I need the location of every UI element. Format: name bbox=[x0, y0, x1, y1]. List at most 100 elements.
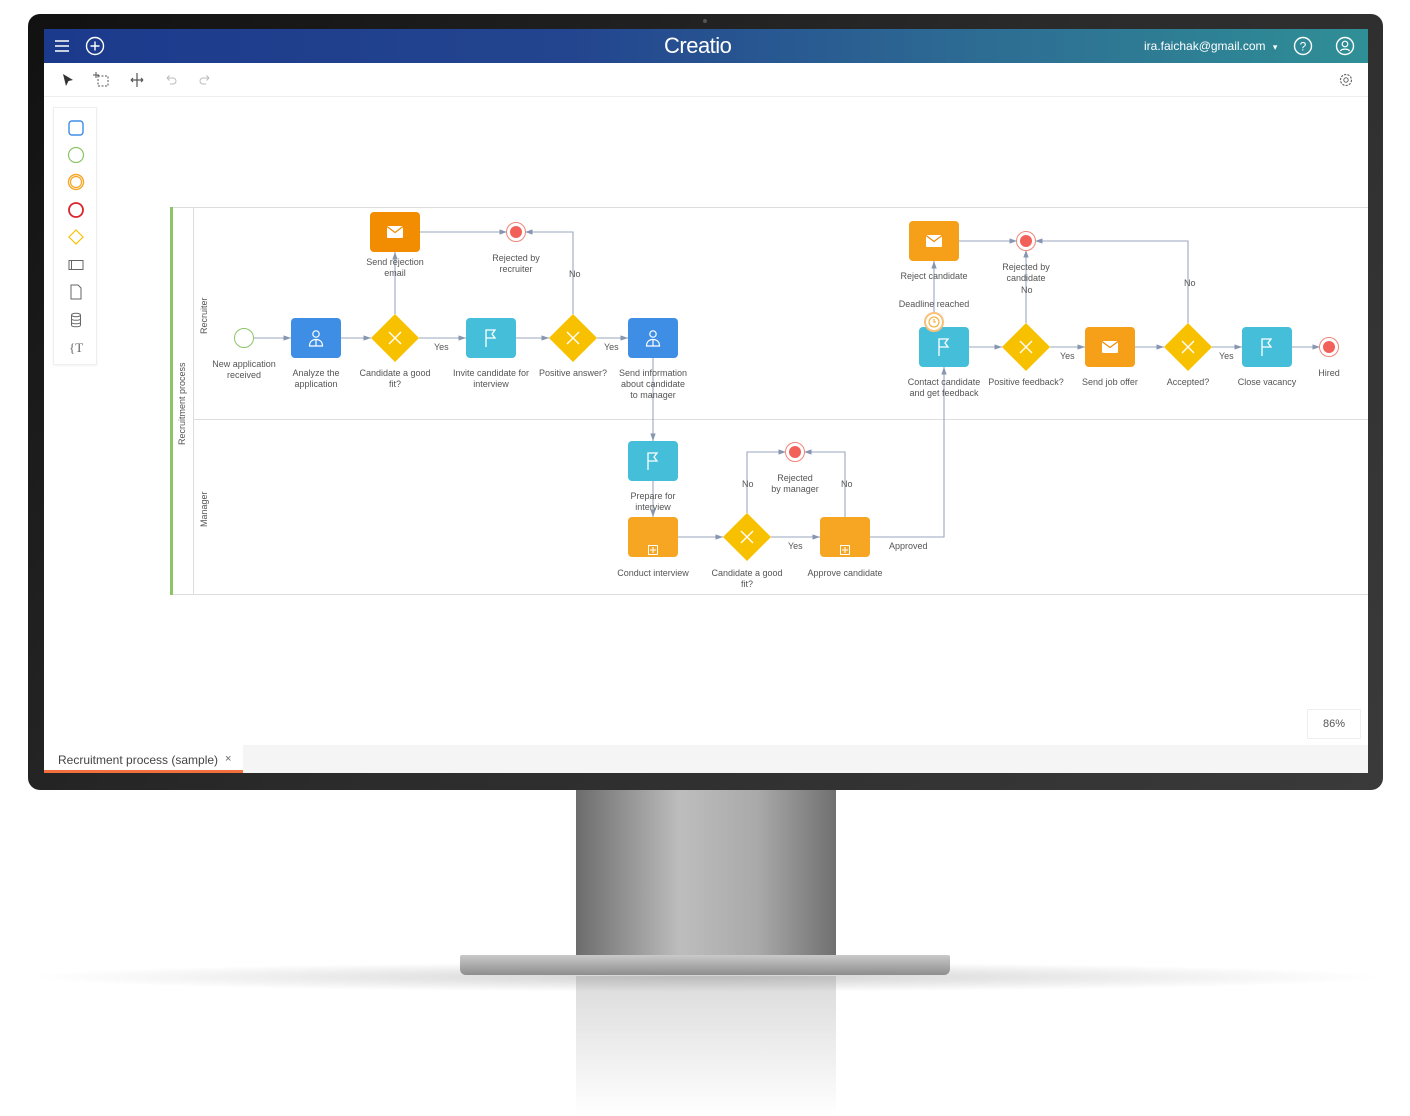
user-menu[interactable]: ira.faichak@gmail.com ▾ bbox=[1144, 39, 1277, 53]
redo-icon[interactable] bbox=[196, 71, 214, 89]
gateway-shape-icon[interactable] bbox=[66, 227, 86, 247]
start-event-shape-icon[interactable] bbox=[66, 145, 86, 165]
app-header: Creatio ira.faichak@gmail.com ▾ ? bbox=[44, 29, 1368, 63]
node-label: Rejected by candidate bbox=[1002, 262, 1050, 283]
flag-task-invite[interactable] bbox=[466, 318, 516, 358]
envelope-icon bbox=[1101, 340, 1119, 354]
flag-task-contact[interactable] bbox=[919, 327, 969, 367]
email-task-reject-email[interactable] bbox=[370, 212, 420, 252]
stand-reflection bbox=[576, 976, 836, 1116]
node-label: Send job offer bbox=[1082, 377, 1138, 387]
flow-label: No bbox=[742, 479, 754, 489]
flag-icon bbox=[1258, 337, 1276, 357]
pool[interactable] bbox=[173, 207, 1368, 595]
add-icon[interactable] bbox=[85, 36, 105, 56]
monitor-camera bbox=[703, 19, 707, 23]
flag-icon bbox=[644, 451, 662, 471]
node-label: Send information about candidate to mana… bbox=[618, 368, 688, 400]
text-annotation-shape-icon[interactable]: {T bbox=[66, 337, 86, 357]
monitor-stand-base bbox=[460, 955, 950, 975]
pool-title-divider bbox=[193, 207, 194, 595]
tab-bar: Recruitment process (sample) × bbox=[44, 745, 1368, 773]
node-label: Conduct interview bbox=[617, 568, 689, 578]
node-label: Positive feedback? bbox=[988, 377, 1064, 387]
node-label: Candidate a good fit? bbox=[711, 568, 783, 589]
flag-task-prepare[interactable] bbox=[628, 441, 678, 481]
profile-icon[interactable] bbox=[1335, 36, 1355, 56]
subprocess-plus-icon bbox=[840, 545, 850, 555]
end-event-hired[interactable] bbox=[1319, 337, 1339, 357]
flow bbox=[1035, 238, 1189, 323]
tab-label: Recruitment process (sample) bbox=[58, 753, 219, 767]
flag-icon bbox=[482, 328, 500, 348]
node-label: Hired bbox=[1318, 368, 1340, 378]
sequence-flows bbox=[254, 229, 1320, 540]
subprocess-plus-icon bbox=[648, 545, 658, 555]
flow bbox=[746, 449, 786, 513]
email-task-job-offer[interactable] bbox=[1085, 327, 1135, 367]
monitor-stand-neck bbox=[576, 789, 836, 957]
tab-recruitment-process[interactable]: Recruitment process (sample) × bbox=[44, 745, 243, 773]
start-event[interactable] bbox=[234, 328, 254, 348]
move-canvas-icon[interactable] bbox=[128, 71, 146, 89]
diagram-toolbar bbox=[44, 63, 1368, 97]
pool-accent-bar bbox=[170, 207, 173, 595]
user-email: ira.faichak@gmail.com bbox=[1144, 39, 1266, 53]
user-icon bbox=[643, 328, 663, 348]
menu-icon[interactable] bbox=[52, 36, 72, 56]
lasso-tool-icon[interactable] bbox=[93, 71, 111, 89]
node-label: Reject candidate bbox=[900, 271, 968, 281]
flow-label: No bbox=[1184, 278, 1196, 288]
flow-label: Approved bbox=[889, 541, 928, 551]
flow-label: Yes bbox=[1219, 351, 1234, 361]
flow-label: Yes bbox=[604, 342, 619, 352]
user-task-send-info[interactable] bbox=[628, 318, 678, 358]
node-label: Send rejection email bbox=[366, 257, 424, 278]
node-label: Invite candidate for interview bbox=[452, 368, 530, 389]
flow bbox=[870, 367, 947, 538]
svg-text:?: ? bbox=[1300, 40, 1307, 54]
node-label: Approve candidate bbox=[807, 568, 883, 578]
document-shape-icon[interactable] bbox=[66, 282, 86, 302]
flow-label: No bbox=[569, 269, 581, 279]
end-event-end-candidate[interactable] bbox=[1016, 231, 1036, 251]
task-shape-icon[interactable] bbox=[66, 118, 86, 138]
undo-icon[interactable] bbox=[162, 71, 180, 89]
intermediate-event-shape-icon[interactable] bbox=[66, 172, 86, 192]
flow-label: No bbox=[841, 479, 853, 489]
data-store-shape-icon[interactable] bbox=[66, 310, 86, 330]
creatio-logo[interactable]: Creatio bbox=[664, 33, 732, 58]
subprocess-approve[interactable] bbox=[820, 517, 870, 557]
close-tab-icon[interactable]: × bbox=[225, 753, 232, 765]
gear-icon[interactable] bbox=[1337, 71, 1355, 89]
help-icon[interactable]: ? bbox=[1293, 36, 1313, 56]
flag-icon bbox=[935, 337, 953, 357]
node-label: Candidate a good fit? bbox=[359, 368, 431, 389]
zoom-level[interactable]: 86% bbox=[1307, 709, 1361, 739]
node-label: Contact candidate and get feedback bbox=[907, 377, 981, 398]
lane-shape-icon[interactable] bbox=[66, 255, 86, 275]
end-event-end-manager[interactable] bbox=[785, 442, 805, 462]
pointer-tool-icon[interactable] bbox=[59, 71, 77, 89]
node-label: Close vacancy bbox=[1237, 377, 1297, 387]
flow bbox=[804, 449, 846, 517]
node-label: Analyze the application bbox=[292, 368, 340, 389]
user-task-analyze[interactable] bbox=[291, 318, 341, 358]
svg-text:{T: {T bbox=[69, 340, 83, 355]
timer-boundary-event[interactable] bbox=[924, 312, 944, 332]
app-screen: Creatio ira.faichak@gmail.com ▾ ? {T Rec… bbox=[44, 29, 1368, 773]
subprocess-conduct[interactable] bbox=[628, 517, 678, 557]
lane-divider bbox=[193, 419, 1368, 420]
flag-task-close[interactable] bbox=[1242, 327, 1292, 367]
process-diagram: Recruitment process Recruiter Manager bbox=[44, 29, 1368, 773]
end-event-shape-icon[interactable] bbox=[66, 200, 86, 220]
user-icon bbox=[306, 328, 326, 348]
element-palette: {T bbox=[53, 107, 97, 365]
end-event-end-recruiter[interactable] bbox=[506, 222, 526, 242]
node-label: Deadline reached bbox=[898, 299, 970, 309]
flow-label: Yes bbox=[434, 342, 449, 352]
email-task-reject-cand[interactable] bbox=[909, 221, 959, 261]
flow-label: Yes bbox=[788, 541, 803, 551]
flow bbox=[525, 229, 574, 314]
node-label: Rejected by recruiter bbox=[492, 253, 540, 274]
